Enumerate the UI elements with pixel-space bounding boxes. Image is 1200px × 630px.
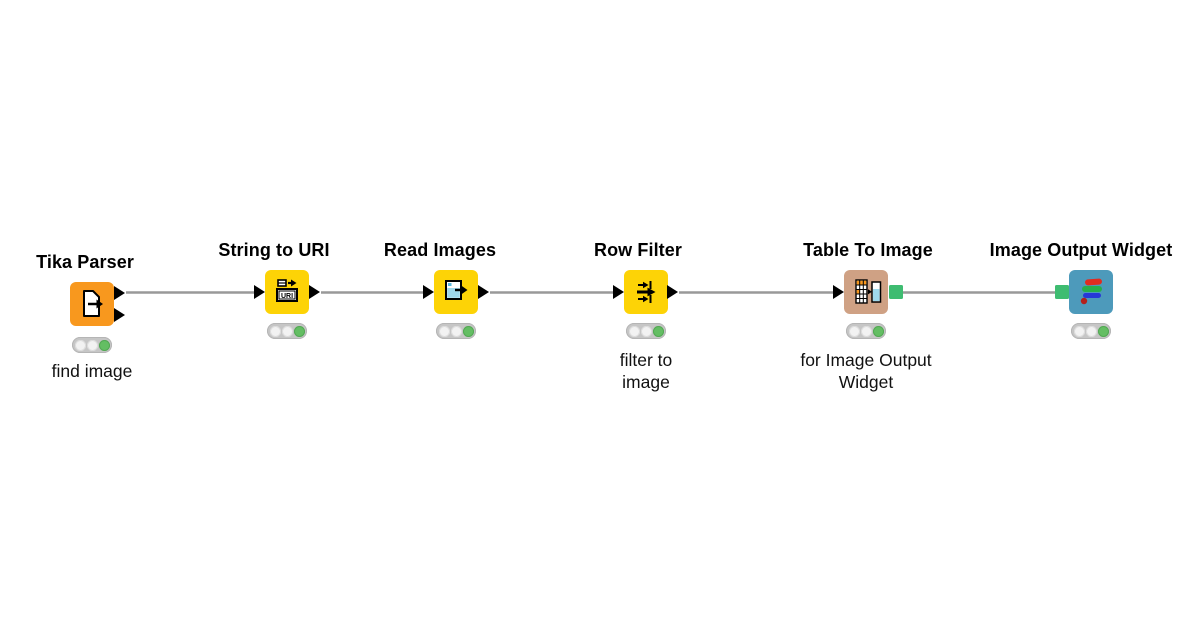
node-annotation[interactable]: for Image Output Widget	[800, 350, 932, 392]
input-port-data[interactable]	[613, 285, 624, 299]
status-traffic-light	[626, 323, 666, 339]
image-output-icon	[1080, 278, 1102, 305]
node-row-filter[interactable]	[624, 270, 668, 314]
image-reader-icon	[445, 280, 468, 300]
node-title-table-to-image[interactable]: Table To Image	[803, 240, 933, 260]
node-title-tika-parser[interactable]: Tika Parser	[36, 252, 134, 272]
status-dot-idle	[438, 325, 450, 337]
status-dot-idle	[269, 325, 281, 337]
status-dot-executed	[293, 325, 305, 337]
row-filter-icon	[637, 281, 656, 303]
input-port-data[interactable]	[423, 285, 434, 299]
node-tika-parser[interactable]	[70, 282, 114, 326]
node-title-string-to-uri[interactable]: String to URI	[218, 240, 330, 260]
output-port-data[interactable]	[309, 285, 320, 299]
status-traffic-light	[267, 323, 307, 339]
status-traffic-light	[846, 323, 886, 339]
status-dot-configured	[640, 325, 652, 337]
status-dot-executed	[98, 339, 110, 351]
output-port-data[interactable]	[478, 285, 489, 299]
status-dot-executed	[872, 325, 884, 337]
status-dot-idle	[628, 325, 640, 337]
table-to-image-icon	[855, 279, 882, 304]
status-dot-executed	[1097, 325, 1109, 337]
node-annotation[interactable]: filter to image	[619, 350, 673, 392]
status-dot-executed	[462, 325, 474, 337]
status-traffic-light	[436, 323, 476, 339]
node-string-to-uri[interactable]: URI	[265, 270, 309, 314]
status-dot-idle	[74, 339, 86, 351]
status-dot-configured	[860, 325, 872, 337]
node-title-row-filter[interactable]: Row Filter	[593, 240, 682, 260]
string-to-uri-icon: URI	[276, 279, 298, 302]
svg-text:URI: URI	[281, 293, 293, 300]
node-title-read-images[interactable]: Read Images	[383, 240, 497, 260]
status-dot-configured	[281, 325, 293, 337]
output-port-image[interactable]	[889, 285, 903, 299]
input-port-data[interactable]	[833, 285, 844, 299]
status-traffic-light	[72, 337, 112, 353]
input-port-data[interactable]	[254, 285, 265, 299]
status-dot-configured	[1085, 325, 1097, 337]
output-port-data[interactable]	[114, 308, 125, 322]
status-dot-configured	[86, 339, 98, 351]
status-dot-executed	[652, 325, 664, 337]
node-title-image-output-widget[interactable]: Image Output Widget	[989, 240, 1173, 260]
output-port-data[interactable]	[667, 285, 678, 299]
status-dot-configured	[450, 325, 462, 337]
output-port-data[interactable]	[114, 286, 125, 300]
node-table-to-image[interactable]	[844, 270, 888, 314]
status-traffic-light	[1071, 323, 1111, 339]
input-port-image[interactable]	[1055, 285, 1069, 299]
status-dot-idle	[848, 325, 860, 337]
node-read-images[interactable]	[434, 270, 478, 314]
document-export-icon	[83, 290, 103, 317]
node-image-output-widget[interactable]	[1069, 270, 1113, 314]
node-annotation[interactable]: find image	[51, 361, 133, 381]
status-dot-idle	[1073, 325, 1085, 337]
